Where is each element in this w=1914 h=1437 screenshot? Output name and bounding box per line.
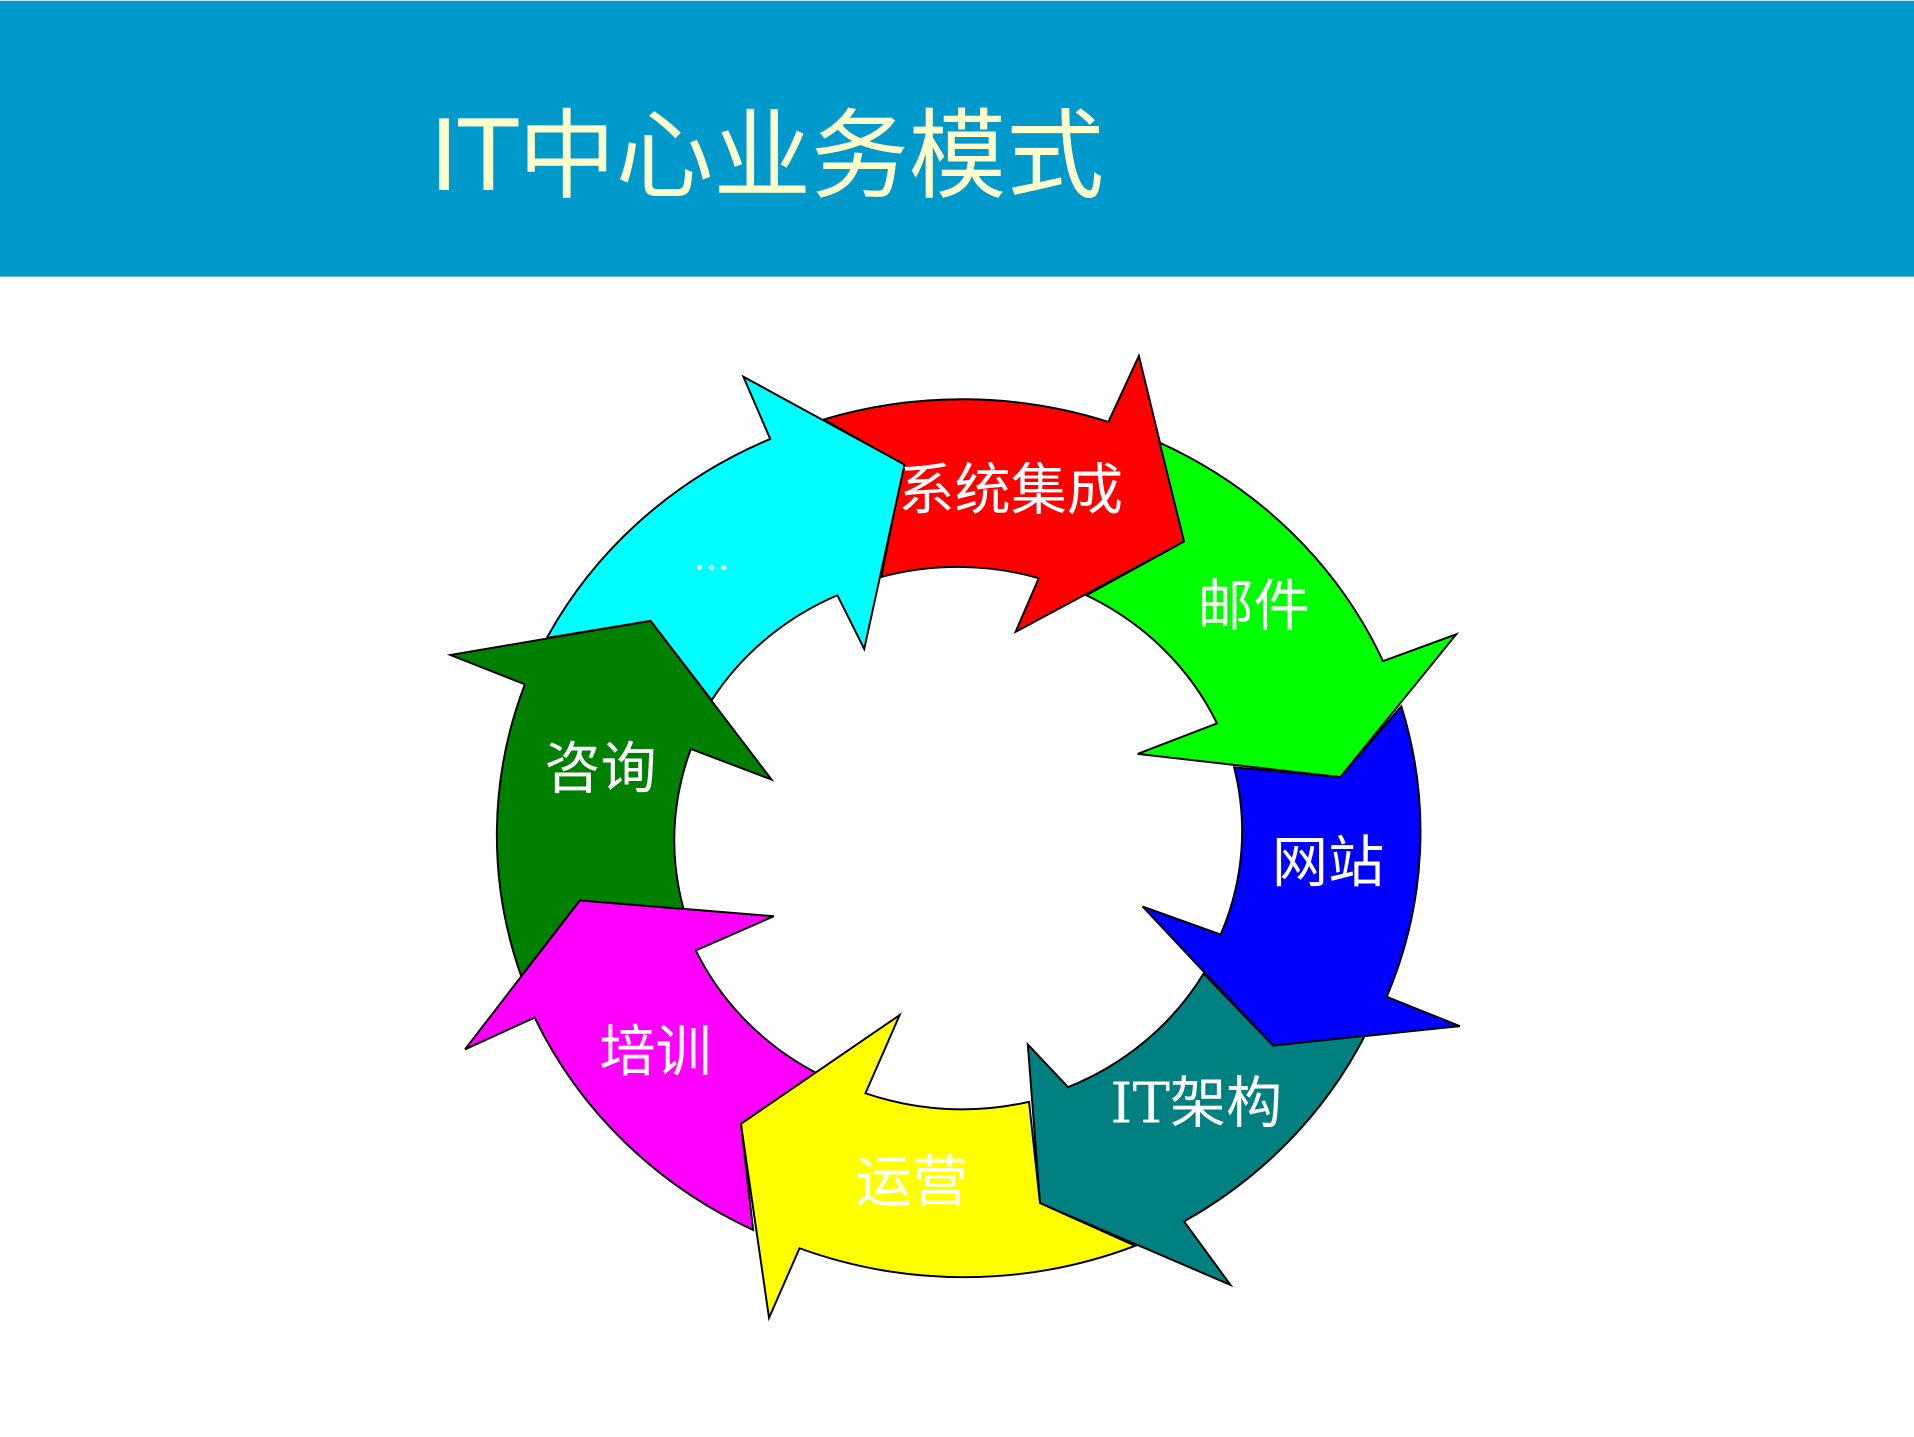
cycle-diagram: 系统集成 邮件 网站 IT架构 运营 培训 咨询 … [446,353,1461,1322]
label-training: 培训 [599,1020,711,1085]
label-website: 网站 [1272,831,1384,896]
label-it-architecture: IT架构 [1110,1071,1282,1136]
label-system-integration: 系统集成 [898,459,1123,524]
arrow-training [464,899,818,1232]
label-more: … [693,535,730,578]
slide-title: IT中心业务模式 [430,100,1104,214]
arrow-email [1084,440,1460,779]
arrow-system-integration [821,353,1186,635]
label-operations: 运营 [856,1151,968,1216]
label-consulting: 咨询 [544,737,656,802]
arrow-consulting [446,619,775,979]
arrow-operations [739,1012,1138,1322]
arrow-more [545,374,906,702]
label-email: 邮件 [1197,575,1309,640]
arrow-website [1141,704,1461,1047]
header-band [0,0,1914,277]
